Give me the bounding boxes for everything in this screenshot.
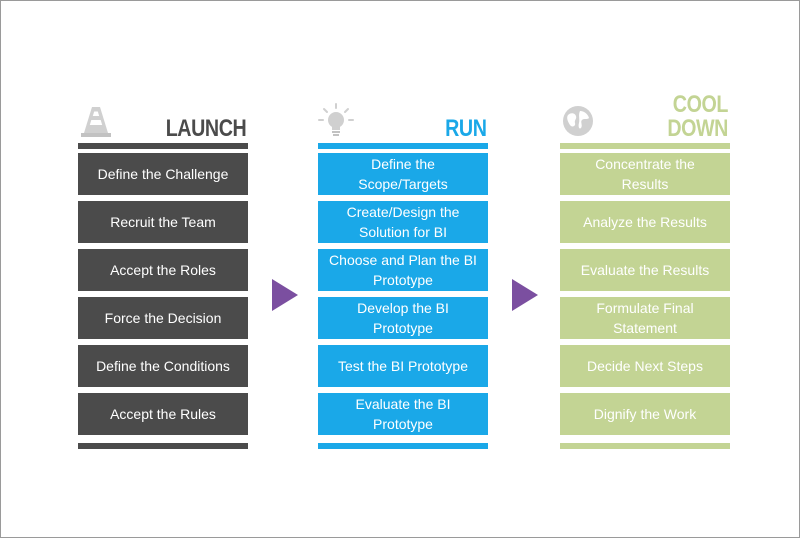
- run-step-1-label: Define the Scope/Targets: [358, 156, 448, 192]
- run-step-2: Create/Design the Solution for BI: [318, 201, 488, 243]
- arrow-right-icon: [272, 279, 298, 311]
- run-bottom-bar: [318, 443, 488, 449]
- cool-down-step-5: Decide Next Steps: [560, 345, 730, 387]
- run-step-3: Choose and Plan the BI Prototype: [318, 249, 488, 291]
- launch-step-3: Accept the Roles: [78, 249, 248, 291]
- run-top-bar: [318, 143, 488, 149]
- cool-down-step-1-label: Concentrate the Results: [595, 156, 695, 192]
- cool-down-title-line1: COOL: [672, 91, 729, 118]
- launch-header: LAUNCH: [78, 93, 248, 141]
- traffic-cone-icon: [81, 107, 111, 137]
- cool-down-column: COOL DOWN Concentrate the Results Analyz…: [560, 1, 730, 539]
- run-step-4-label: Develop the BI Prototype: [357, 300, 449, 336]
- launch-step-6: Accept the Rules: [78, 393, 248, 435]
- cool-down-bottom-bar: [560, 443, 730, 449]
- arrow-right-icon: [512, 279, 538, 311]
- run-column: RUN Define the Scope/Targets Create/Desi…: [318, 1, 488, 539]
- cool-down-step-4-label: Formulate Final Statement: [596, 300, 694, 336]
- cool-down-step-3: Evaluate the Results: [560, 249, 730, 291]
- run-step-6-label: Evaluate the BI Prototype: [355, 396, 451, 432]
- launch-step-5: Define the Conditions: [78, 345, 248, 387]
- launch-column: LAUNCH Define the Challenge Recruit the …: [78, 1, 248, 539]
- run-step-3-label: Choose and Plan the BI Prototype: [329, 252, 477, 288]
- cool-down-title-line2: DOWN: [667, 115, 728, 142]
- cool-down-title: COOL DOWN: [667, 93, 728, 141]
- globe-icon: [563, 106, 593, 136]
- cool-down-step-2: Analyze the Results: [560, 201, 730, 243]
- run-step-5: Test the BI Prototype: [318, 345, 488, 387]
- launch-stack: Define the Challenge Recruit the Team Ac…: [78, 143, 248, 451]
- run-header: RUN: [318, 93, 488, 141]
- launch-step-4: Force the Decision: [78, 297, 248, 339]
- launch-step-1: Define the Challenge: [78, 153, 248, 195]
- cool-down-step-1: Concentrate the Results: [560, 153, 730, 195]
- launch-top-bar: [78, 143, 248, 149]
- lightbulb-icon: [318, 103, 354, 136]
- run-stack: Define the Scope/Targets Create/Design t…: [318, 143, 488, 451]
- launch-bottom-bar: [78, 443, 248, 449]
- run-step-6: Evaluate the BI Prototype: [318, 393, 488, 435]
- run-title: RUN: [444, 115, 487, 142]
- cool-down-step-4: Formulate Final Statement: [560, 297, 730, 339]
- run-step-4: Develop the BI Prototype: [318, 297, 488, 339]
- cool-down-stack: Concentrate the Results Analyze the Resu…: [560, 143, 730, 451]
- cool-down-header: COOL DOWN: [560, 93, 730, 141]
- cool-down-top-bar: [560, 143, 730, 149]
- launch-title: LAUNCH: [165, 115, 246, 142]
- run-step-1: Define the Scope/Targets: [318, 153, 488, 195]
- launch-step-2: Recruit the Team: [78, 201, 248, 243]
- run-step-2-label: Create/Design the Solution for BI: [346, 204, 460, 240]
- cool-down-step-6: Dignify the Work: [560, 393, 730, 435]
